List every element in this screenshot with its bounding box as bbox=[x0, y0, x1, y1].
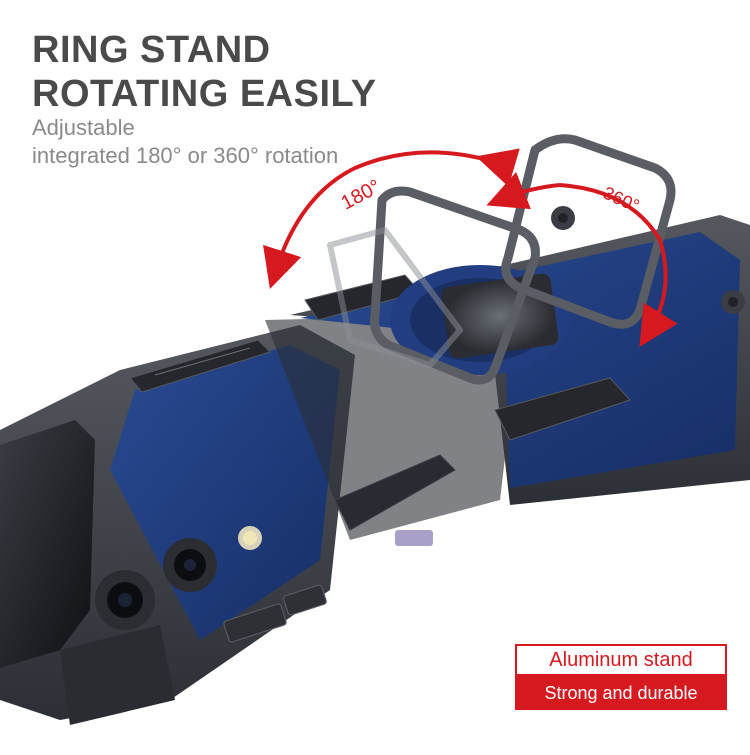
left-grip-top bbox=[129, 339, 271, 393]
side-buttons bbox=[223, 530, 433, 643]
headline-line-1: RING STAND bbox=[32, 29, 271, 71]
bumper-corner bbox=[60, 625, 175, 725]
cover-screen bbox=[0, 420, 95, 668]
subtitle-line-2: integrated 180° or 360° rotation bbox=[32, 143, 339, 168]
rotation-arrows bbox=[263, 148, 678, 347]
badge-aluminum-stand: Aluminum stand bbox=[515, 644, 727, 676]
feature-badge: Aluminum stand Strong and durable bbox=[515, 644, 727, 712]
badge-strong-durable: Strong and durable bbox=[515, 676, 727, 710]
camera-module bbox=[95, 526, 262, 630]
right-grip-bottom bbox=[494, 377, 631, 441]
case-screws bbox=[551, 206, 745, 314]
label-360: 360° bbox=[600, 183, 642, 216]
headline-line-2: ROTATING EASILY bbox=[32, 73, 377, 115]
arrow-360 bbox=[559, 183, 678, 347]
subtitle: Adjustable integrated 180° or 360° rotat… bbox=[32, 114, 338, 170]
arrow-180 bbox=[263, 148, 520, 290]
headline: RING STAND ROTATING EASILY bbox=[32, 28, 377, 116]
subtitle-line-1: Adjustable bbox=[32, 115, 135, 140]
